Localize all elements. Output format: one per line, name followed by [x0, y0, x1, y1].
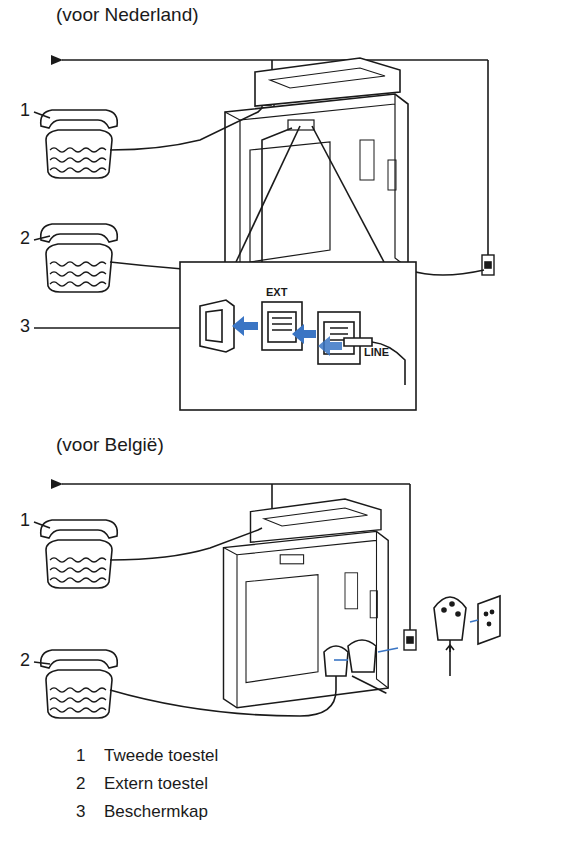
legend-number: 3 — [76, 802, 85, 822]
port-label: LINE — [364, 346, 389, 359]
legend-text: Tweede toestel — [104, 746, 218, 766]
section-heading: (voor België) — [56, 434, 164, 456]
legend-text: Beschermkap — [104, 802, 208, 822]
belgium-setup — [34, 484, 500, 718]
callout-number: 3 — [20, 316, 30, 337]
port-label: EXT — [266, 286, 287, 299]
callout-number: 2 — [20, 228, 30, 249]
callout-number: 1 — [20, 510, 30, 531]
legend-number: 2 — [76, 774, 85, 794]
netherlands-setup — [34, 58, 494, 410]
legend-text: Extern toestel — [104, 774, 208, 794]
callout-number: 1 — [20, 100, 30, 121]
callout-number: 2 — [20, 650, 30, 671]
direction-arrows — [232, 316, 342, 356]
section-heading: (voor Nederland) — [56, 4, 199, 26]
legend-number: 1 — [76, 746, 85, 766]
